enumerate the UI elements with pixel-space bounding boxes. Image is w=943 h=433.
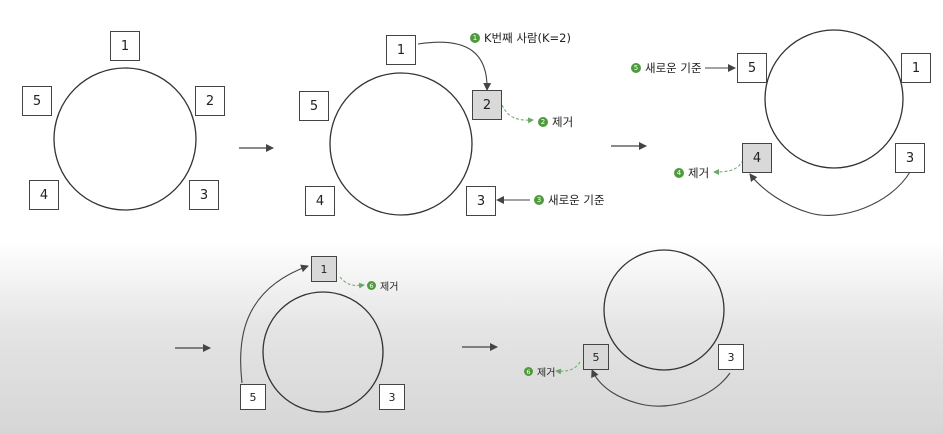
remove-text: 제거: [380, 282, 399, 293]
step5-label: 5 새로운 기준: [631, 60, 702, 76]
step-badge: 6: [367, 281, 376, 290]
step2-label: 2 제거: [538, 114, 573, 130]
remove-arrow-1: [501, 104, 534, 124]
skip-arrow-3-to-5: [591, 369, 731, 407]
node-box-1: 1: [110, 31, 140, 61]
node-box-1-highlighted: 1: [311, 256, 337, 282]
node-box-1: 1: [386, 35, 416, 65]
circle-stage-5: [603, 249, 725, 371]
node-box-3: 3: [379, 384, 405, 410]
node-box-3: 3: [189, 180, 219, 210]
new-base-text: 새로운 기준: [645, 61, 702, 75]
node-box-1: 1: [901, 53, 931, 83]
circle-stage-4: [262, 291, 384, 413]
remove-text: 제거: [688, 166, 710, 180]
step-badge: 4: [674, 168, 684, 178]
kth-person-text: K번째 사람(K=2): [484, 31, 571, 45]
step-badge: 5: [631, 63, 641, 73]
skip-arrow-3-to-4: [749, 171, 911, 216]
node-box-5-highlighted: 5: [583, 344, 609, 370]
remove-arrow-2: [713, 159, 744, 175]
node-box-4: 4: [29, 180, 59, 210]
node-box-2: 2: [195, 86, 225, 116]
node-box-3: 3: [895, 143, 925, 173]
remove-text: 제거: [537, 368, 556, 379]
node-box-5: 5: [240, 384, 266, 410]
step6-label: 6 제거: [367, 278, 398, 293]
circle-stage-2: [329, 72, 473, 216]
node-box-3: 3: [466, 186, 496, 216]
node-box-4-highlighted: 4: [742, 143, 772, 173]
step-badge: 2: [538, 117, 548, 127]
skip-arrow-5-to-1: [240, 264, 309, 384]
kth-count-arrow: [417, 41, 492, 91]
node-box-3: 3: [718, 344, 744, 370]
node-box-4: 4: [305, 186, 335, 216]
node-box-5: 5: [299, 91, 329, 121]
step-badge: 6: [524, 367, 533, 376]
circle-stage-1: [53, 67, 197, 211]
step6-label-final: 6 제거: [524, 364, 555, 379]
node-box-2-highlighted: 2: [472, 90, 502, 120]
step3-label: 3 새로운 기준: [534, 192, 605, 208]
step-badge: 1: [470, 33, 480, 43]
step1-label: 1 K번째 사람(K=2): [470, 30, 571, 46]
step-badge: 3: [534, 195, 544, 205]
remove-arrow-3: [339, 276, 365, 289]
new-base-text: 새로운 기준: [548, 193, 605, 207]
remove-text: 제거: [552, 115, 574, 129]
circle-stage-3: [764, 29, 904, 169]
node-box-5: 5: [22, 86, 52, 116]
node-box-5: 5: [737, 53, 767, 83]
remove-arrow-4: [555, 361, 581, 375]
step4-label: 4 제거: [674, 165, 709, 181]
